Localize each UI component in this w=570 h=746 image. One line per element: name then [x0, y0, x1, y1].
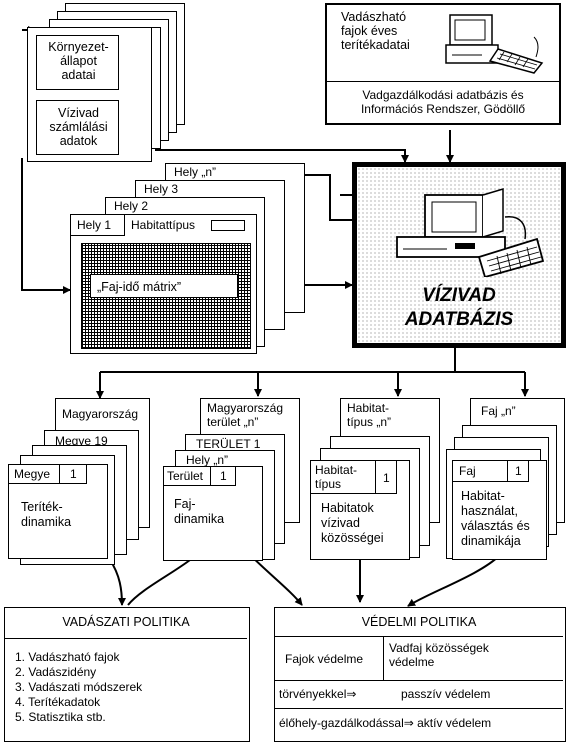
hunting-policy-title: VADÁSZATI POLITIKA: [62, 615, 190, 629]
county-19-label: Megye 19: [55, 434, 108, 448]
site-1-label: Hely 1: [77, 218, 112, 232]
site-n-out-label: Hely „n”: [186, 453, 229, 467]
county-num-box: 1: [59, 464, 87, 484]
main-database-panel: VÍZIVAD ADATBÁZIS: [352, 162, 566, 348]
area-card: Terület 1 Faj- dinamika: [163, 466, 263, 561]
area-num: 1: [220, 469, 227, 483]
game-db-footer: Vadgazdálkodási adatbázis és Információs…: [360, 88, 526, 116]
habitat-communities-label: Habitatok vízivad közösségei: [321, 501, 384, 545]
protection-policy-box: VÉDELMI POLITIKA Fajok védelme Vadfaj kö…: [274, 607, 566, 742]
habitat-tab: Habitat- típus: [310, 460, 376, 494]
area-tab-label: Terület: [167, 469, 204, 483]
workstation-icon: [396, 187, 545, 277]
hunting-item: 4. Terítékadatok: [15, 695, 101, 709]
habitat-num: 1: [383, 471, 390, 485]
hunting-item: 5. Statisztika stb.: [15, 710, 106, 724]
divider: [275, 708, 563, 709]
count-data-label: Vízivad számlálási adatok: [49, 106, 108, 148]
matrix-label: „Faj-idő mátrix”: [97, 280, 182, 294]
site-1-card: Hely 1 Habitattípus „Faj-idő mátrix”: [70, 214, 257, 354]
area-tab: Terület: [163, 466, 211, 486]
env-state-label: Környezet- állapot adatai: [48, 40, 109, 82]
species-protection-label: Fajok védelme: [285, 652, 364, 666]
habitat-num-box: 1: [375, 460, 397, 494]
species-num-box: 1: [507, 460, 529, 482]
habitat-type-n-label: Habitat- típus „n”: [347, 401, 392, 429]
divider: [275, 680, 563, 681]
species-num: 1: [515, 464, 522, 478]
species-dynamics-label: Faj- dinamika: [174, 497, 225, 526]
count-data-box: Vízivad számlálási adatok: [36, 100, 119, 155]
species-tab-label: Faj: [459, 464, 476, 478]
site-3-label: Hely 3: [144, 182, 179, 196]
hunting-policy-box: VADÁSZATI POLITIKA 1. Vadászható fajok 2…: [4, 607, 250, 742]
divider: [327, 81, 559, 82]
game-database-panel: Vadászható fajok éves terítékadatai Vadg…: [325, 3, 561, 125]
game-db-caption: Vadászható fajok éves terítékadatai: [341, 10, 410, 52]
county-tab: Megye: [8, 464, 60, 484]
legal-means-label: törvényekkel⇒: [279, 687, 357, 701]
site-2-label: Hely 2: [114, 199, 149, 213]
species-card: Faj 1 Habitat- használat, választás és d…: [452, 460, 547, 560]
county-tab-label: Megye: [14, 467, 51, 481]
county-1-card: Megye 1 Teríték- dinamika: [8, 464, 108, 559]
env-data-card: Környezet- állapot adatai Vízivad számlá…: [27, 27, 152, 162]
matrix-label-box: „Faj-idő mátrix”: [90, 274, 238, 298]
env-state-box: Környezet- állapot adatai: [36, 35, 119, 90]
habitat-card: Habitat- típus 1 Habitatok vízivad közös…: [310, 460, 410, 560]
hunting-item: 1. Vadászható fajok: [15, 650, 120, 664]
main-db-title-line2: ADATBÁZIS: [404, 309, 514, 330]
bag-dynamics-label: Teríték- dinamika: [21, 500, 72, 529]
main-db-title-line1: VÍZIVAD: [422, 285, 496, 306]
protection-policy-title: VÉDELMI POLITIKA: [361, 615, 477, 629]
hunting-item: 3. Vadászati módszerek: [15, 680, 143, 694]
site-1-tab: Hely 1: [70, 214, 125, 236]
area-num-box: 1: [210, 466, 236, 486]
site-n-label: Hely „n”: [174, 165, 217, 179]
community-protection-label: Vadfaj közösségek védelme: [389, 641, 489, 669]
habitat-type-label: Habitattípus: [131, 218, 196, 232]
active-protection-label: élőhely-gazdálkodással⇒ aktív védelem: [279, 716, 492, 730]
species-n-label: Faj „n”: [481, 404, 516, 418]
species-tab: Faj: [452, 460, 508, 482]
divider: [275, 636, 563, 637]
divider: [383, 636, 384, 680]
habitat-type-field: [211, 220, 245, 231]
divider: [5, 638, 247, 639]
habitat-tab-label: Habitat- típus: [315, 463, 358, 491]
hunting-item: 2. Vadászidény: [15, 665, 97, 679]
county-num: 1: [70, 467, 77, 481]
hungary-area-label: Magyarország terület „n”: [207, 401, 284, 429]
computer-icon: [445, 14, 544, 74]
passive-protection-label: passzív védelem: [401, 687, 491, 701]
habitat-use-label: Habitat- használat, választás és dinamik…: [461, 489, 530, 548]
area-1-label: TERÜLET 1: [196, 437, 261, 451]
species-time-grid: „Faj-idő mátrix”: [81, 243, 251, 349]
hungary-label: Magyarország: [62, 407, 139, 421]
